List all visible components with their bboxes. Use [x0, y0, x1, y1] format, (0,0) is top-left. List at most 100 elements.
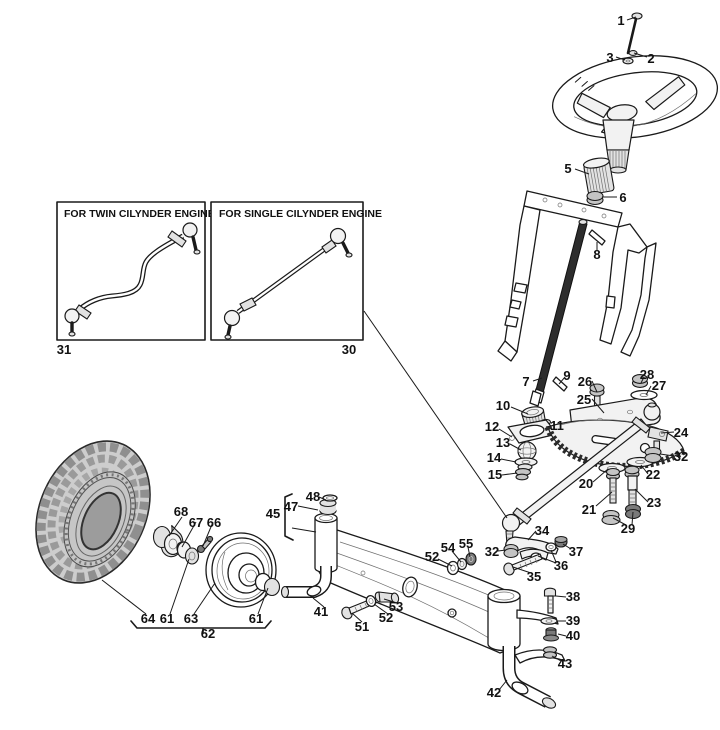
leader-line [550, 549, 557, 563]
part-label-31: 31 [57, 342, 71, 357]
leader-line [498, 428, 513, 438]
leader-line [497, 549, 507, 552]
part-label-20: 20 [579, 476, 593, 491]
part-label-54: 54 [441, 540, 456, 555]
leader-line [363, 310, 508, 519]
leader-line [318, 496, 327, 501]
part-label-45: 45 [266, 506, 280, 521]
part-label-42: 42 [487, 685, 501, 700]
part-label-36: 36 [554, 558, 568, 573]
leader-line [551, 655, 562, 662]
part-label-5: 5 [564, 161, 571, 176]
leader-line [558, 376, 566, 385]
leader-line [591, 380, 598, 393]
part-label-6: 6 [619, 190, 626, 205]
part-label-1: 1 [617, 13, 624, 28]
leader-line [169, 558, 190, 615]
part-label-15: 15 [488, 467, 502, 482]
part-label-51: 51 [355, 619, 369, 634]
wheel-hub-hardware [152, 525, 214, 565]
leader-line [509, 443, 522, 451]
leader-line [168, 516, 183, 537]
leader-line [193, 582, 216, 615]
part-label-7: 7 [522, 374, 529, 389]
right-spindle [487, 588, 566, 709]
part-label-63: 63 [184, 611, 198, 626]
leader-line [291, 527, 317, 533]
part-label-48: 48 [306, 489, 320, 504]
tie-rod-end [647, 426, 669, 442]
leader-line [592, 468, 609, 483]
left-spindle [280, 494, 338, 599]
part-label-2: 2 [647, 51, 654, 66]
leader-line [373, 603, 389, 615]
part-label-10: 10 [496, 398, 510, 413]
part-label-3: 3 [606, 50, 613, 65]
part-label-21: 21 [582, 502, 596, 517]
inset-twin-title: FOR TWIN CILYNDER ENGINE [64, 208, 215, 220]
tire-hub-hole [80, 491, 122, 551]
part-label-28: 28 [640, 367, 654, 382]
part-label-32: 32 [674, 449, 688, 464]
leader-line [557, 633, 567, 637]
leader-line [562, 543, 572, 550]
inset-twin-cylinder: FOR TWIN CILYNDER ENGINE [56, 201, 215, 341]
leader-line [527, 530, 537, 541]
part-label-11: 11 [550, 418, 564, 433]
part-label-27: 27 [652, 378, 666, 393]
part-label-9: 9 [563, 368, 570, 383]
part-label-68: 68 [174, 504, 188, 519]
leader-line [257, 587, 269, 615]
leader-line [660, 431, 675, 434]
shaft-pin-upper [588, 229, 606, 246]
part-label-35: 35 [527, 569, 541, 584]
part-label-29: 29 [621, 521, 635, 536]
part-label-61: 61 [249, 611, 263, 626]
part-label-37: 37 [569, 544, 583, 559]
part-label-22: 22 [646, 467, 660, 482]
part-label-40: 40 [566, 628, 580, 643]
part-label-66: 66 [207, 515, 221, 530]
column-bearing-stack [507, 406, 558, 481]
drag-link [501, 402, 661, 546]
part-label-8: 8 [593, 247, 600, 262]
leader-line [633, 52, 648, 58]
axle-washers-center [446, 552, 477, 576]
leader-line [312, 597, 325, 608]
gear-fasteners [598, 446, 662, 526]
leader-line [451, 550, 462, 563]
leader-line [297, 505, 319, 511]
arm-fasteners [540, 587, 559, 659]
part-label-43: 43 [558, 656, 572, 671]
leader-line [640, 464, 649, 475]
leader-line [510, 406, 529, 415]
dashboard-frame [497, 190, 657, 362]
part-label-62: 62 [201, 626, 215, 641]
column-nut [586, 190, 604, 206]
leader-line [202, 521, 214, 547]
leader-line [612, 517, 627, 526]
part-label-30: 30 [342, 342, 356, 357]
leader-line [532, 377, 543, 382]
leader-line [659, 453, 675, 457]
annotation-brackets [130, 493, 294, 634]
inset-single-cylinder: FOR SINGLE CILYNDER ENGINE [210, 201, 382, 341]
part-label-38: 38 [566, 589, 580, 604]
leader-line [591, 398, 605, 414]
part-label-32: 32 [485, 544, 499, 559]
part-label-61: 61 [160, 611, 174, 626]
part-label-13: 13 [496, 435, 510, 450]
leader-lines [101, 16, 675, 691]
wheel-rim [205, 532, 281, 608]
part-label-52: 52 [425, 549, 439, 564]
part-label-26: 26 [578, 374, 592, 389]
leader-line [626, 16, 637, 21]
leader-line [383, 598, 398, 604]
leader-line [501, 472, 518, 476]
leader-line [101, 579, 147, 615]
part-label-25: 25 [577, 392, 591, 407]
part-label-41: 41 [314, 604, 328, 619]
part-label-24: 24 [674, 425, 689, 440]
part-label-55: 55 [459, 536, 473, 551]
